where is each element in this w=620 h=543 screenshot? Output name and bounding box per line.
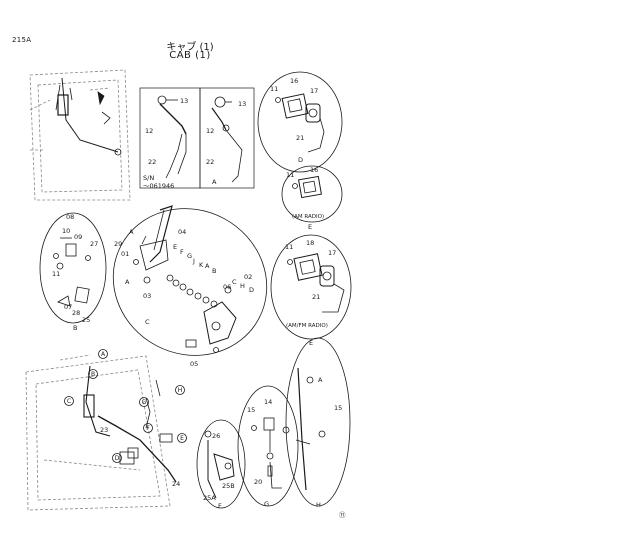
label-c-E: E: [173, 243, 177, 251]
cab-harness: [83, 365, 177, 483]
label-d1-21: 21: [296, 134, 304, 142]
label-c-B: B: [212, 267, 216, 275]
label-c-05: 05: [190, 360, 198, 368]
label-d2-16: 16: [310, 166, 318, 174]
cable-detail-H: [285, 337, 351, 507]
callout-B: B: [91, 371, 95, 378]
callout-E: E: [180, 435, 184, 442]
label-m-23: 23: [100, 426, 108, 434]
label-c-J: J: [192, 257, 195, 265]
corner-mark: ⑪: [339, 511, 346, 519]
label-c-K: K: [199, 261, 204, 269]
label-detail-A: A: [212, 178, 217, 186]
label-d3-11: 11: [285, 243, 293, 251]
label-b-08: 08: [66, 213, 74, 221]
switch-detail-G: [237, 385, 299, 507]
label-g-14: 14: [264, 398, 272, 406]
label-b-10: 10: [62, 227, 70, 235]
label-d1-11: 11: [270, 85, 278, 93]
label-h-15: 15: [334, 404, 342, 412]
callout-C: C: [67, 398, 71, 405]
label-c-C: C: [232, 278, 237, 286]
label-detail-E-am: E: [308, 223, 312, 231]
label-g-20: 20: [254, 478, 262, 486]
label-detail-F: F: [218, 502, 222, 510]
label-c-A1: A: [129, 228, 134, 236]
label-g-15: 15: [247, 406, 255, 414]
label-c-02: 02: [244, 273, 252, 281]
label-h-A: A: [318, 376, 323, 384]
cable-detail-left: [139, 87, 201, 189]
switch-detail-B: [39, 212, 107, 324]
label-d3-18: 18: [306, 239, 314, 247]
label-22b: 22: [206, 158, 214, 166]
label-am-radio: (AM RADIO): [292, 214, 324, 220]
label-d2-11: 11: [286, 171, 294, 179]
lever-assembly-top: [55, 77, 122, 156]
label-c-G: G: [187, 252, 192, 260]
callout-G: G: [142, 399, 147, 406]
pedal-detail-F: [196, 419, 246, 509]
label-detail-C: C: [145, 318, 150, 326]
page-code: 215A: [12, 36, 32, 44]
label-detail-H: H: [316, 501, 321, 509]
label-b-25: 25: [82, 316, 90, 324]
callout-F: F: [146, 425, 150, 432]
label-d3-17: 17: [328, 249, 336, 257]
speaker-detail-D: [257, 71, 343, 173]
label-13a: 13: [180, 97, 188, 105]
cab-top-view: [29, 69, 131, 201]
callout-A: A: [101, 351, 106, 358]
label-c-F: F: [180, 248, 184, 256]
label-b-27: 27: [90, 240, 98, 248]
label-c-A2: A: [125, 278, 130, 286]
label-detail-D: D: [298, 156, 303, 164]
label-amfm-radio: (AM/FM RADIO): [286, 323, 328, 329]
label-sn-range: ～061946: [143, 182, 174, 190]
label-m-24: 24: [172, 480, 180, 488]
label-f-25A: 25A: [203, 494, 216, 502]
cab-bottom-view: [25, 354, 171, 511]
label-c-06: 06: [223, 283, 231, 291]
label-12a: 12: [145, 127, 153, 135]
label-c-04: 04: [178, 228, 186, 236]
label-13b: 13: [238, 100, 246, 108]
label-c-01: 01: [121, 250, 129, 258]
label-detail-E-amfm: E: [309, 339, 313, 347]
label-d1-16: 16: [290, 77, 298, 85]
label-b-07: 07: [64, 303, 72, 311]
label-detail-G: G: [264, 500, 269, 508]
cable-detail-A: [199, 87, 255, 189]
label-c-H: H: [240, 282, 245, 290]
label-f-25B: 25B: [222, 482, 235, 490]
label-c-D: D: [249, 286, 254, 294]
label-22a: 22: [148, 158, 156, 166]
label-b-09: 09: [74, 233, 82, 241]
label-12b: 12: [206, 127, 214, 135]
label-detail-B: B: [73, 324, 77, 332]
label-d3-21: 21: [312, 293, 320, 301]
label-b-28: 28: [72, 309, 80, 317]
label-c-29: 29: [114, 240, 122, 248]
lever-detail-C: [112, 205, 268, 356]
callout-H: H: [178, 387, 183, 394]
label-f-26: 26: [212, 432, 220, 440]
label-c-A3: A: [205, 262, 210, 270]
speaker-detail-E-am: [281, 165, 343, 223]
callout-circles: [64, 349, 187, 463]
label-c-03: 03: [143, 292, 151, 300]
speaker-detail-E-amfm: [270, 234, 352, 340]
label-d1-17: 17: [310, 87, 318, 95]
callout-D: D: [115, 455, 120, 462]
bushing-row: [166, 274, 218, 308]
title-english: CAB (1): [169, 50, 211, 61]
label-b-11: 11: [52, 270, 60, 278]
label-sn: S/N: [143, 174, 154, 182]
title-japanese: キャブ (1): [166, 42, 214, 53]
